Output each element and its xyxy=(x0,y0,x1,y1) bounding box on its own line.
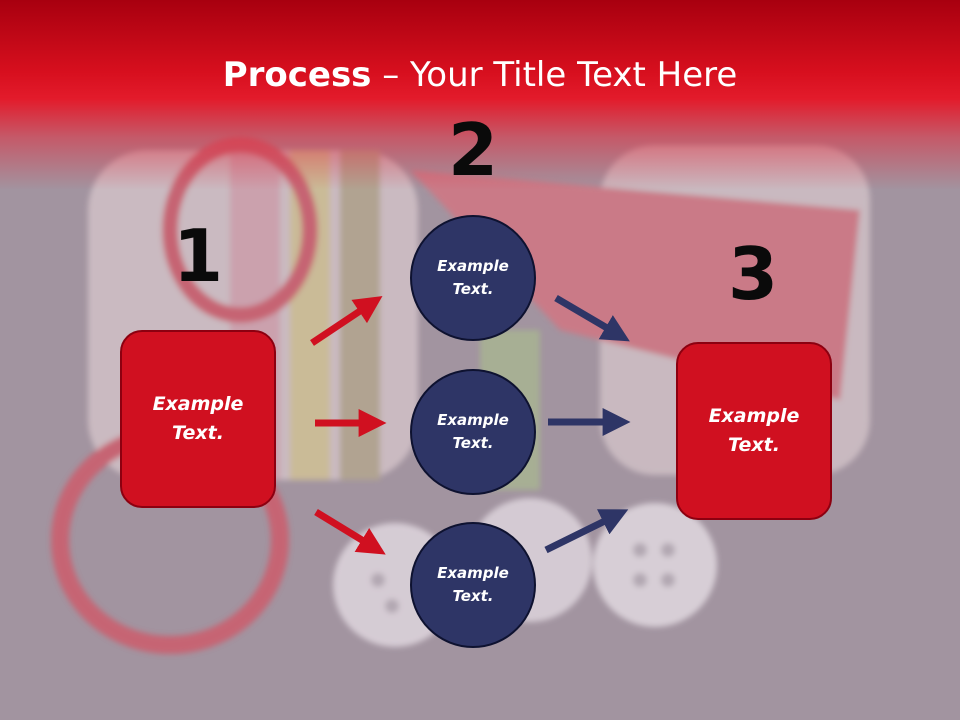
circle-middle: Example Text. xyxy=(410,369,536,495)
arrow-red-up xyxy=(310,296,383,346)
step-box-3: Example Text. xyxy=(676,342,832,520)
arrow-navy-up xyxy=(544,509,629,554)
header-band xyxy=(0,0,960,190)
step-number-1: 1 xyxy=(172,214,224,298)
circle-top: Example Text. xyxy=(410,215,536,341)
step-number-2: 2 xyxy=(447,108,499,192)
step-number-3: 3 xyxy=(727,232,779,316)
arrow-navy-down xyxy=(554,294,630,342)
arrow-red-down xyxy=(314,509,386,555)
slide-title: Process – Your Title Text Here xyxy=(0,54,960,96)
step-box-1: Example Text. xyxy=(120,330,276,508)
circle-bottom: Example Text. xyxy=(410,522,536,648)
title-bold: Process xyxy=(222,55,372,95)
title-rest: – Your Title Text Here xyxy=(371,55,738,95)
